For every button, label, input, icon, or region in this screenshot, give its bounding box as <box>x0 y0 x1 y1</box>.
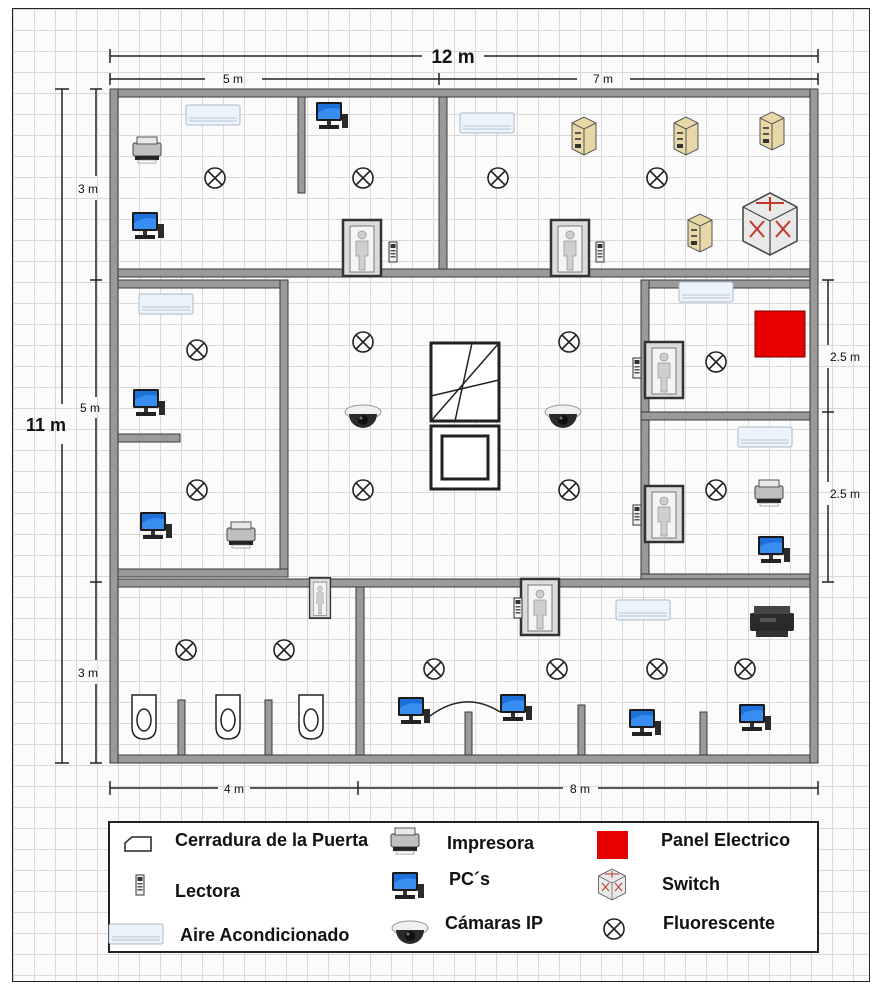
legend-label-switch: Switch <box>662 874 720 894</box>
switch-icon <box>742 192 798 256</box>
fluorescent-icon <box>646 658 668 680</box>
fluorescent-icon <box>423 658 445 680</box>
fluorescent-icon <box>487 167 509 189</box>
electric-panel-icon <box>754 310 806 358</box>
legend-box <box>108 821 819 953</box>
pc-icon <box>500 694 532 721</box>
legend-label-reader: Lectora <box>175 881 241 901</box>
restroom-door-icon <box>308 576 332 620</box>
fluorescent-icon <box>705 351 727 373</box>
access-door-icon <box>549 218 591 278</box>
switch-icon <box>598 868 626 901</box>
dim-left-bottom: 3 m <box>78 666 98 680</box>
printer-icon <box>132 136 162 164</box>
pc-icon <box>316 102 348 129</box>
legend-label-fluorescent: Fluorescente <box>663 913 775 933</box>
pc-icon <box>758 536 790 563</box>
air-conditioner-icon <box>185 104 241 126</box>
access-door-icon <box>643 340 685 400</box>
dim-right-upper: 2.5 m <box>830 350 860 364</box>
access-door-icon <box>341 218 383 278</box>
ip-camera-icon <box>544 404 582 429</box>
fluorescent-icon <box>352 331 374 353</box>
fluorescent-icon <box>273 639 295 661</box>
legend-label-ac: Aire Acondicionado <box>180 925 349 945</box>
dim-top-right: 7 m <box>593 72 613 86</box>
fluorescent-icon <box>204 167 226 189</box>
fluorescent-icon <box>603 918 625 940</box>
door-lock-icon <box>124 836 152 852</box>
legend-label-printer: Impresora <box>447 833 535 853</box>
printer-icon <box>754 479 784 507</box>
fluorescent-icon <box>352 167 374 189</box>
pc-icon <box>132 212 164 239</box>
fluorescent-icon <box>186 339 208 361</box>
pc-icon <box>739 704 771 731</box>
staircase <box>429 341 501 491</box>
dimension-lines <box>55 49 834 795</box>
pc-icon <box>398 697 430 724</box>
fluorescent-icon <box>558 331 580 353</box>
air-conditioner-icon <box>615 599 671 621</box>
dim-bottom-left: 4 m <box>224 782 244 796</box>
dim-total-height: 11 m <box>26 415 66 435</box>
fluorescent-icon <box>546 658 568 680</box>
legend-label-camera: Cámaras IP <box>445 913 543 933</box>
air-conditioner-icon <box>678 281 734 303</box>
dim-bottom-right: 8 m <box>570 782 590 796</box>
air-conditioner-icon <box>459 112 515 134</box>
air-conditioner-icon <box>108 923 164 945</box>
fluorescent-icon <box>558 479 580 501</box>
dim-top-left: 5 m <box>223 72 243 86</box>
multifunction-printer-icon <box>750 606 794 637</box>
server-icon <box>759 111 785 151</box>
card-reader-icon <box>135 874 145 896</box>
fluorescent-icon <box>705 479 727 501</box>
server-icon <box>673 116 699 156</box>
dim-right-lower: 2.5 m <box>830 487 860 501</box>
fluorescent-icon <box>175 639 197 661</box>
card-reader-icon <box>632 504 642 526</box>
fluorescent-icon <box>646 167 668 189</box>
legend-label-pc: PC´s <box>449 869 490 889</box>
card-reader-icon <box>513 597 523 619</box>
toilet-icon <box>298 694 324 740</box>
dim-left-top: 3 m <box>78 182 98 196</box>
printer-icon <box>226 521 256 549</box>
card-reader-icon <box>632 357 642 379</box>
server-icon <box>571 116 597 156</box>
air-conditioner-icon <box>138 293 194 315</box>
dim-left-mid: 5 m <box>80 401 100 415</box>
server-icon <box>687 213 713 253</box>
ip-camera-icon <box>344 404 382 429</box>
printer-icon <box>390 827 420 855</box>
fluorescent-icon <box>352 479 374 501</box>
door-swing-arc <box>429 701 501 717</box>
pc-icon <box>140 512 172 539</box>
toilet-icon <box>215 694 241 740</box>
air-conditioner-icon <box>737 426 793 448</box>
dim-total-width: 12 m <box>431 47 474 68</box>
pc-icon <box>133 389 165 416</box>
toilet-icon <box>131 694 157 740</box>
card-reader-icon <box>388 241 398 263</box>
legend-label-door-lock: Cerradura de la Puerta <box>175 830 369 850</box>
walls <box>109 88 819 764</box>
electric-panel-icon <box>597 831 628 859</box>
fluorescent-icon <box>734 658 756 680</box>
card-reader-icon <box>595 241 605 263</box>
access-door-icon <box>519 577 561 637</box>
pc-icon <box>629 709 661 736</box>
legend-label-panel: Panel Electrico <box>661 830 790 850</box>
access-door-icon <box>643 484 685 544</box>
fluorescent-icon <box>186 479 208 501</box>
